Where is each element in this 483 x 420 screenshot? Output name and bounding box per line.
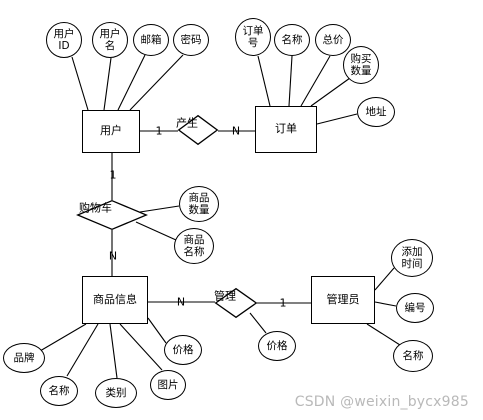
attr-brand: 品牌 xyxy=(3,343,45,373)
connector-line xyxy=(366,323,401,346)
attr-price: 价格 xyxy=(164,335,202,365)
cardinality-user-cart: 1 xyxy=(109,168,117,182)
attr-password: 密码 xyxy=(173,24,209,56)
connector-line xyxy=(109,323,118,379)
relation-produce-label: 产生 xyxy=(176,116,198,130)
attr-image: 图片 xyxy=(150,370,186,400)
cardinality-cart-product: N xyxy=(108,249,118,263)
connector-line xyxy=(135,221,177,241)
entity-product-info: 商品信息 xyxy=(82,276,148,324)
entity-order: 订单 xyxy=(255,106,317,153)
cardinality-product-manage: N xyxy=(176,295,186,309)
relation-cart-diamond xyxy=(76,199,148,231)
connector-line xyxy=(316,113,358,125)
attr-add-time: 添加 时间 xyxy=(391,239,433,277)
connector-line xyxy=(310,77,351,107)
entity-admin: 管理员 xyxy=(311,276,375,324)
attr-cart-product-name: 商品 名称 xyxy=(174,228,214,264)
attr-user-name: 用户 名 xyxy=(92,22,128,58)
attr-address: 地址 xyxy=(357,97,395,127)
cardinality-manage-admin: 1 xyxy=(279,296,287,310)
connector-line xyxy=(374,301,397,307)
relation-manage-diamond xyxy=(214,287,258,319)
relation-produce-diamond xyxy=(177,114,219,146)
cardinality-user-produce: 1 xyxy=(155,124,163,138)
connector-line xyxy=(66,323,99,377)
connector-line xyxy=(288,55,293,107)
connector-line xyxy=(119,323,163,371)
connector-line xyxy=(39,323,87,352)
connector-line xyxy=(117,54,146,111)
attr-total-price: 总价 xyxy=(315,24,351,56)
relation-cart-label: 购物车 xyxy=(79,201,112,215)
connector-line xyxy=(129,54,184,111)
connector-line xyxy=(249,312,267,334)
attr-admin-no: 编号 xyxy=(396,293,434,323)
watermark: CSDN @weixin_bycx985 xyxy=(294,394,469,410)
connector-line xyxy=(147,317,167,344)
attr-cart-quantity: 商品 数量 xyxy=(179,186,219,222)
attr-user-id: 用户 ID xyxy=(46,22,82,58)
connector-line xyxy=(139,205,180,213)
connector-line xyxy=(103,57,112,111)
attr-category: 类别 xyxy=(95,378,137,408)
connector-line xyxy=(374,267,395,291)
connector-line xyxy=(257,55,271,107)
entity-user: 用户 xyxy=(82,110,140,153)
attr-order-name: 名称 xyxy=(274,24,310,56)
attr-buy-quantity: 购买 数量 xyxy=(343,46,379,84)
attr-order-no: 订单 号 xyxy=(235,18,271,56)
connector-line xyxy=(71,56,89,111)
cardinality-produce-order: N xyxy=(231,124,241,138)
attr-product-name: 名称 xyxy=(40,376,78,406)
connector-line xyxy=(300,55,331,107)
relation-manage-label: 管理 xyxy=(214,289,236,303)
attr-admin-name: 名称 xyxy=(393,340,433,372)
attr-email: 邮箱 xyxy=(133,24,169,56)
attr-manage-price: 价格 xyxy=(258,331,296,361)
